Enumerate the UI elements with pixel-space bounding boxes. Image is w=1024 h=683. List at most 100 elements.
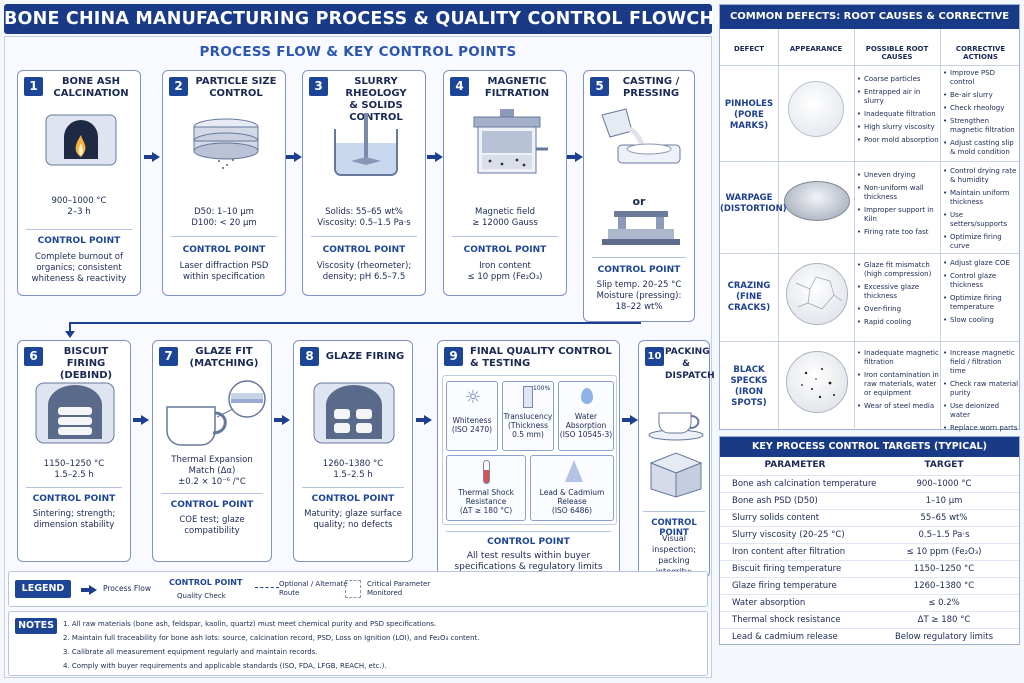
defect-actions: Adjust glaze COEControl glaze thicknessO… [943, 259, 1019, 329]
target-value: ≤ 0.2% [928, 598, 960, 608]
step-card-4: 4 MAGNETIC FILTRATION Magnetic field ≥ 1… [443, 70, 567, 296]
step-card-8: 8 GLAZE FIRING 1260–1380 °C 1.5–2.5 h CO… [293, 340, 413, 562]
step-number: 7 [159, 347, 178, 366]
action-item: Improve PSD control [943, 69, 1019, 87]
cause-item: Wear of steel media [857, 402, 939, 411]
slurry-mixer-illustration [334, 113, 398, 176]
cause-item: Over-firing [857, 305, 939, 314]
action-item: Maintain uniform thickness [943, 189, 1019, 207]
step-number: 4 [450, 77, 469, 96]
test-whiteness: ☼ Whiteness (ISO 2470) [446, 381, 498, 451]
step-title: SLURRY RHEOLOGY & SOLIDS CONTROL [345, 76, 407, 123]
divider [311, 236, 417, 237]
legend-critical-box [345, 580, 361, 598]
crazing-cracks [795, 276, 843, 310]
action-item: Optimize firing curve [943, 233, 1019, 251]
process-flow-arrow [416, 415, 432, 425]
target-parameter: Iron content after filtration [732, 547, 846, 557]
divider [26, 229, 132, 230]
step-number: 10 [645, 347, 664, 366]
divider [446, 531, 611, 532]
control-point-text: COE test; glaze compatibility [179, 515, 245, 536]
step-parameters: Solids: 55–65 wt% Viscosity: 0.5–1.5 Pa·… [317, 207, 411, 228]
control-point-label: CONTROL POINT [597, 265, 681, 275]
col-header-parameter: PARAMETER [764, 460, 826, 470]
action-item: Control glaze thickness [943, 272, 1019, 290]
action-item: Slow cooling [943, 316, 1019, 325]
legend-optional-label: Optional / Alternate Route [279, 580, 348, 597]
step-card-9: 9 FINAL QUALITY CONTROL & TESTING ☼ Whit… [437, 340, 620, 578]
control-point-label: CONTROL POINT [463, 245, 547, 255]
defect-causes: Glaze fit mismatch (high compression)Exc… [857, 261, 939, 331]
col-header-appearance: APPEARANCE [789, 45, 843, 53]
divider [592, 257, 686, 258]
test-thermal-shock: Thermal Shock Resistance (ΔT ≥ 180 °C) [446, 455, 526, 521]
col-header-causes: POSSIBLE ROOT CAUSES [865, 45, 929, 61]
target-value: ≤ 10 ppm (Fe₂O₃) [906, 547, 982, 557]
action-item: Use setters/supports [943, 211, 1019, 229]
notes-title: NOTES [15, 618, 57, 634]
test-label: Lead & Cadmium Release (ISO 6486) [539, 488, 605, 515]
cause-item: Improper support in Kiln [857, 206, 939, 224]
warpage-plate-image [784, 181, 850, 221]
divider [302, 487, 404, 488]
sun-icon: ☼ [464, 387, 482, 408]
col-divider [854, 29, 855, 431]
step-parameters: D50: 1–10 µm D100: < 20 µm [191, 207, 257, 228]
cause-item: Rapid cooling [857, 318, 939, 327]
step-title: CASTING / PRESSING [622, 76, 680, 99]
action-item: Be-air slurry [943, 91, 1019, 100]
target-parameter: Thermal shock resistance [732, 615, 841, 625]
step-number: 2 [169, 77, 188, 96]
kiln-cups-illustration [313, 382, 395, 444]
action-item: Check rheology [943, 104, 1019, 113]
defect-name: BLACK SPECKS (IRON SPOTS) [730, 365, 768, 408]
target-row: Slurry viscosity (20–25 °C)0.5–1.5 Pa·s [720, 526, 1019, 542]
kiln-fire-illustration [45, 114, 117, 166]
target-row: Water absorption≤ 0.2% [720, 594, 1019, 610]
control-point-text: Complete burnout of organics; consistent… [31, 252, 127, 284]
defects-panel: COMMON DEFECTS: ROOT CAUSES & CORRECTIVE… [719, 4, 1020, 433]
col-divider [940, 29, 941, 431]
connector-horizontal [69, 322, 641, 324]
process-flow-arrow [427, 152, 443, 162]
control-point-label: CONTROL POINT [170, 500, 254, 510]
slip-casting-illustration [601, 108, 681, 164]
test-label: Translucency (Thickness 0.5 mm) [503, 412, 553, 439]
row-divider [720, 341, 1019, 342]
translucency-icon [523, 386, 533, 408]
row-divider [720, 253, 1019, 254]
sieve-illustration [193, 118, 259, 169]
legend-critical-label: Critical Parameter Monitored [367, 580, 431, 597]
step-card-2: 2 PARTICLE SIZE CONTROL D50: 1–10 µm D10… [162, 70, 286, 296]
main-title: BONE CHINA MANUFACTURING PROCESS & QUALI… [4, 4, 753, 34]
cause-item: Coarse particles [857, 75, 939, 84]
notes-box: NOTES 1. All raw materials (bone ash, fe… [8, 611, 708, 676]
step-number: 6 [24, 347, 43, 366]
step-card-6: 6 BISCUIT FIRING (DEBIND) 1150–1250 °C 1… [17, 340, 131, 562]
target-parameter: Slurry viscosity (20–25 °C) [732, 530, 845, 540]
water-drop-icon [581, 388, 593, 404]
step-number: 3 [309, 77, 328, 96]
connector-arrowhead [65, 331, 75, 338]
cause-item: Inadequate filtration [857, 110, 939, 119]
col-header-defect: DEFECT [733, 45, 765, 53]
cause-item: High slurry viscosity [857, 123, 939, 132]
process-flow-arrow [144, 152, 160, 162]
defect-name: WARPAGE (DISTORTION) [720, 193, 787, 214]
action-item: Strengthen magnetic filtration [943, 117, 1019, 135]
target-value: 55–65 wt% [920, 513, 968, 523]
test-water-absorption: Water Absorption (ISO 10545-3) [558, 381, 614, 451]
divider [26, 487, 122, 488]
legend-cp-label: CONTROL POINT [169, 578, 243, 587]
step-parameters: 900–1000 °C 2–3 h [51, 196, 107, 217]
legend-dashed-line [255, 587, 279, 588]
control-point-text: Iron content ≤ 10 ppm (Fe₂O₃) [467, 261, 543, 282]
process-flow-title: PROCESS FLOW & KEY CONTROL POINTS [199, 44, 517, 60]
thermometer-icon [483, 460, 490, 484]
target-value: Below regulatory limits [894, 632, 994, 642]
